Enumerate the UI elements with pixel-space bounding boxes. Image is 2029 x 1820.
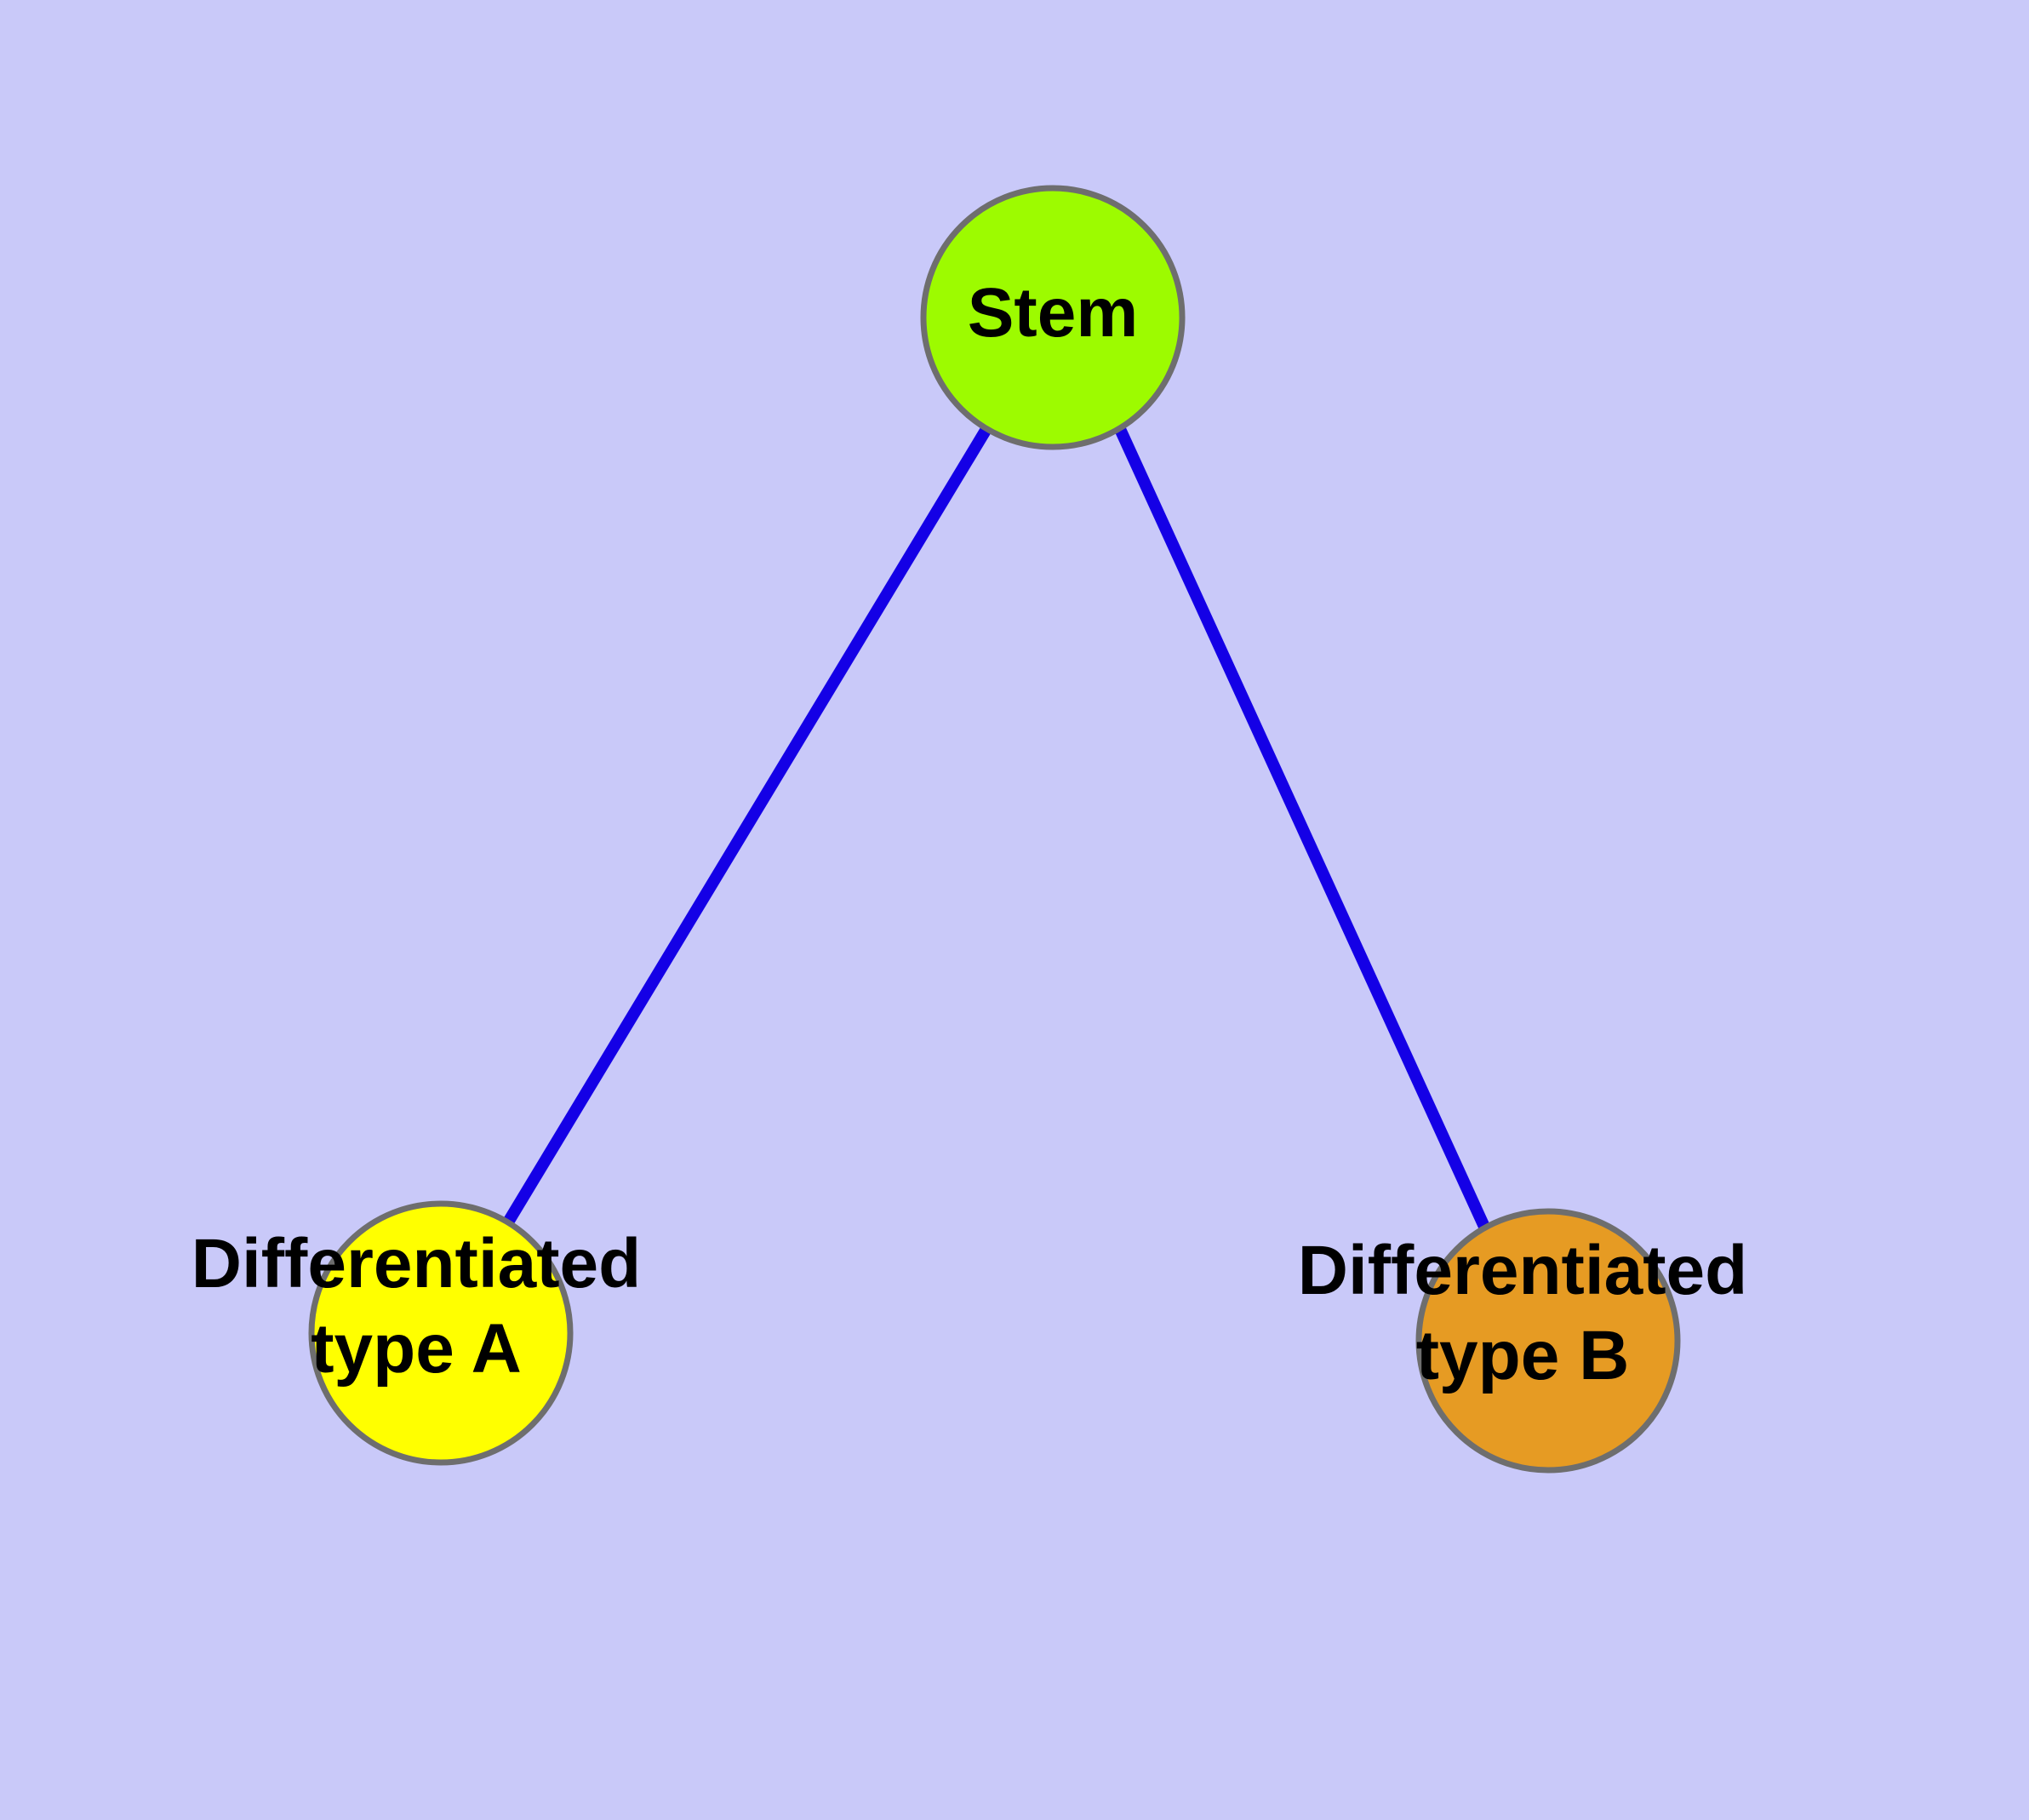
diagram-background-strip <box>1990 0 2029 1820</box>
graph-node-diff-b[interactable] <box>1415 1208 1681 1474</box>
node-label-line: Differentiated <box>191 1225 642 1302</box>
graph-edge-stem-to-diff-b[interactable] <box>1114 426 1490 1229</box>
graph-edge-stem-to-diff-a[interactable] <box>504 426 992 1224</box>
node-label-line: type B <box>1416 1317 1630 1394</box>
node-label-stem: Stem <box>968 274 1139 352</box>
graph-node-diff-a[interactable] <box>308 1200 574 1466</box>
node-label-diff-b: Differentiated type B <box>1298 1232 1748 1394</box>
edges-layer <box>504 426 1490 1229</box>
node-label-line: type A <box>311 1310 522 1388</box>
nodes-layer <box>308 185 1681 1474</box>
node-label-line: Differentiated <box>1298 1232 1748 1309</box>
node-label-diff-a: Differentiated type A <box>191 1225 642 1388</box>
graph-node-stem[interactable] <box>920 185 1186 450</box>
node-label-line: Stem <box>968 274 1139 352</box>
